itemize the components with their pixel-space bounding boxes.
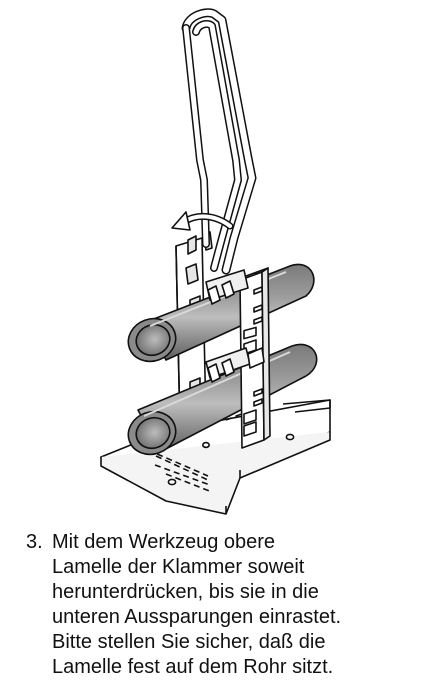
- instruction-caption: 3. Mit dem Werkzeug obere Lamelle der Kl…: [26, 530, 436, 680]
- rear-frame: [175, 231, 213, 429]
- step-line: herunterdrücken, bis sie in die: [52, 581, 319, 603]
- upper-pipe: [127, 263, 315, 363]
- tool-illustration: [100, 8, 331, 515]
- step-line: Bitte stellen Sie sicher, daß die: [52, 631, 326, 653]
- tool-handle: [181, 8, 257, 275]
- step-number: 3.: [26, 531, 43, 553]
- step-line: Lamelle der Klammer soweit: [52, 556, 305, 578]
- step-line: Mit dem Werkzeug obere: [52, 531, 276, 553]
- instruction-step: 3. Mit dem Werkzeug obere Lamelle der Kl…: [26, 530, 436, 680]
- step-line: unteren Aussparungen einrastet.: [52, 606, 342, 628]
- step-text: Mit dem Werkzeug obere Lamelle der Klamm…: [52, 530, 436, 680]
- front-frame: [205, 267, 271, 449]
- curved-arrow-left-icon: [171, 211, 234, 231]
- step-line: Lamelle fest auf dem Rohr sitzt.: [52, 656, 334, 678]
